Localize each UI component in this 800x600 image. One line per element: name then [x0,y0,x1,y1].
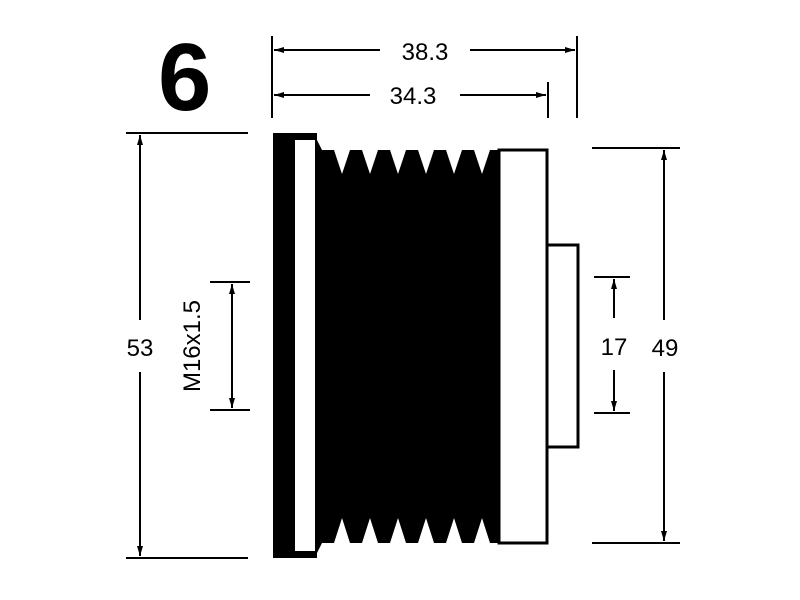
drawing-number: 6 [158,24,211,131]
grooved-section [317,140,500,553]
dim-overall-length-label: 38.3 [402,39,449,66]
dim-inner-diameter-label: 49 [652,335,679,362]
dimension-overall-length: 38.3 [271,36,578,118]
hub [545,243,580,449]
dimension-groove-length: 34.3 [274,82,549,118]
dimension-inner-diameter: 49 [592,147,680,544]
dimension-hub-diameter: 17 [594,276,630,414]
dimension-outer-diameter: 53 [126,132,248,559]
left-flange-face [295,140,315,551]
dim-outer-diameter-label: 53 [127,335,154,362]
dimension-thread: M16x1.5 [179,281,250,411]
right-collar [497,148,549,545]
dim-groove-length-label: 34.3 [390,83,437,110]
pulley-body [273,133,580,558]
dim-thread-label: M16x1.5 [179,300,206,392]
dim-hub-diameter-label: 17 [601,334,628,361]
